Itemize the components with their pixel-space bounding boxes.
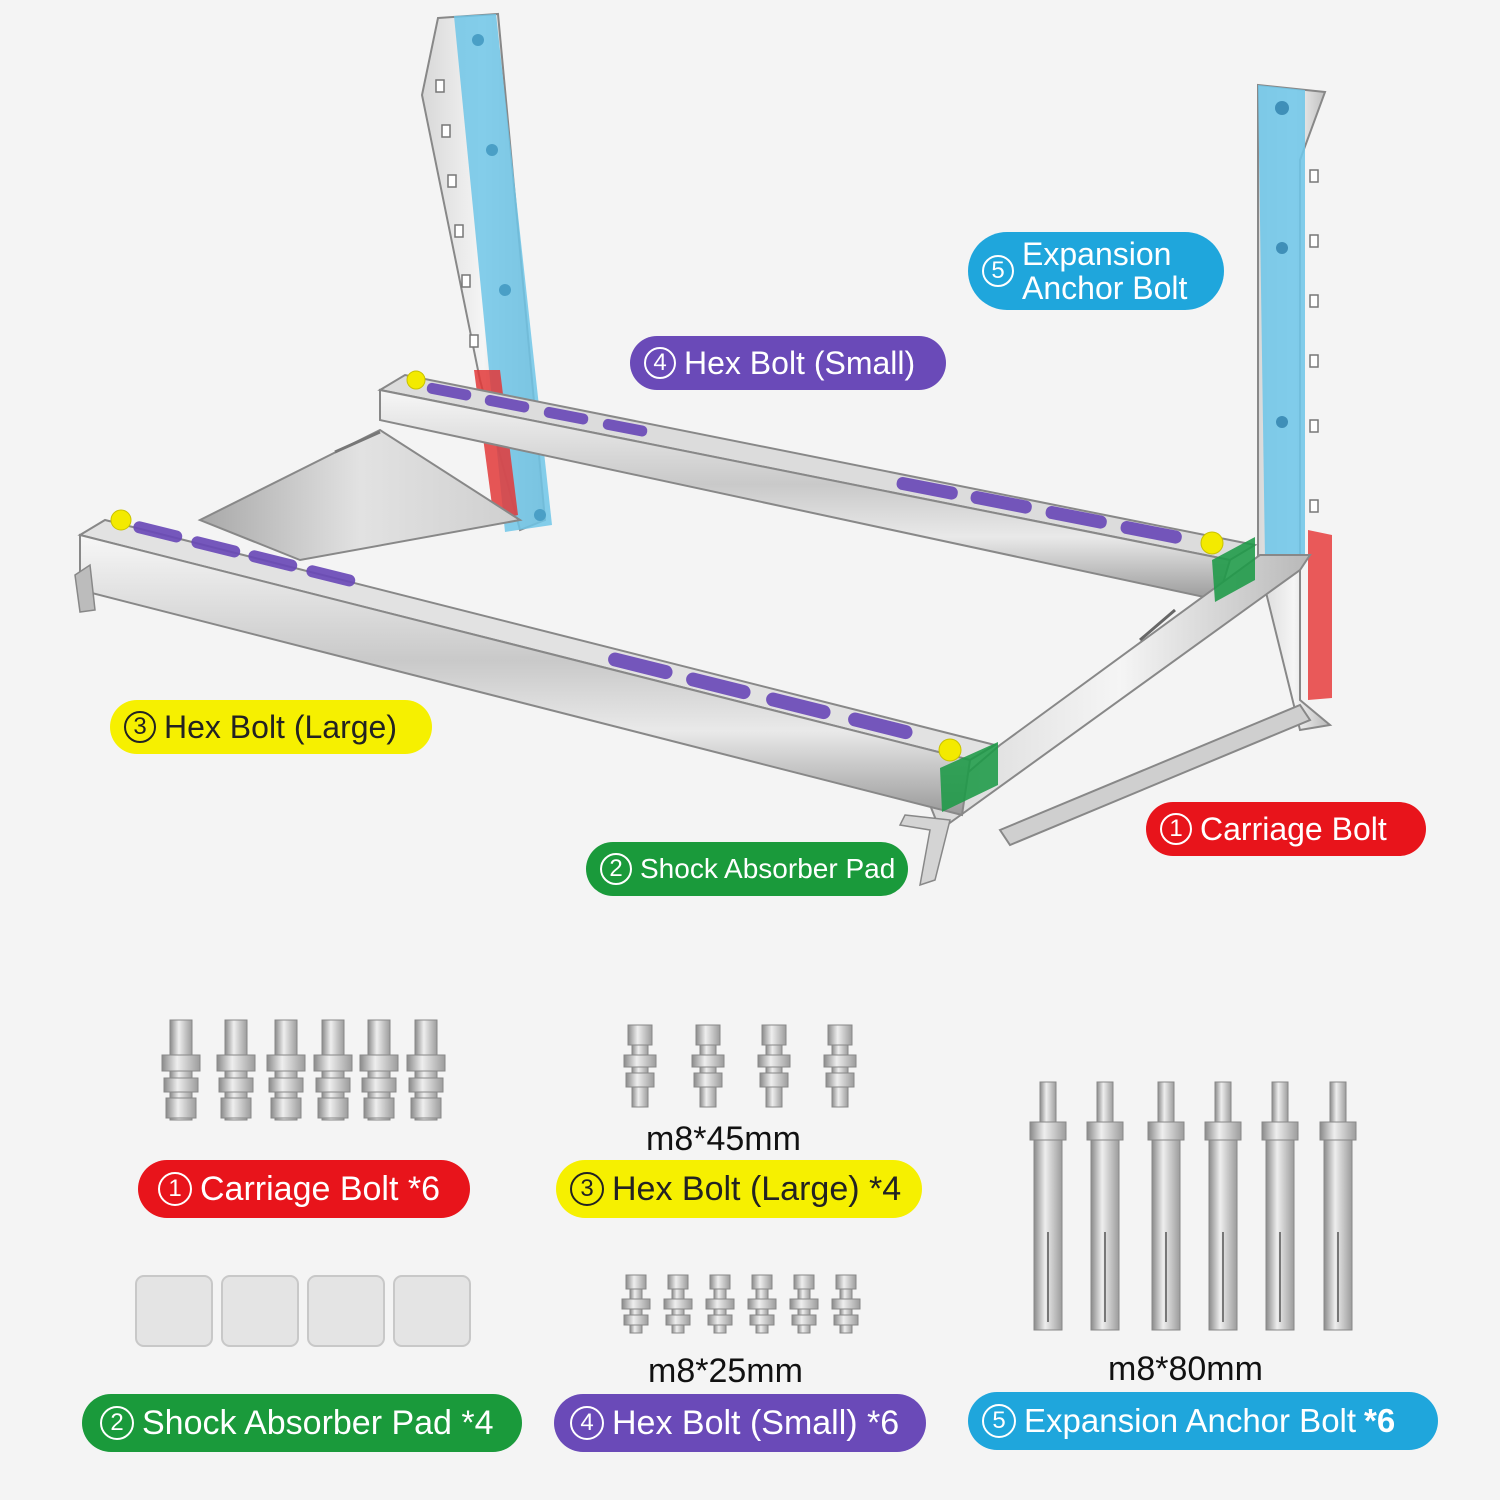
label-text: Expansion Anchor Bolt [1024, 1402, 1357, 1439]
expansion-anchor-bolt-set [1029, 1081, 1357, 1331]
hex-bolt-large [623, 1024, 657, 1108]
label-text: Carriage Bolt *6 [200, 1169, 441, 1208]
number-badge: 1 [158, 1172, 192, 1206]
label-shock-absorber-pad: 2 Shock Absorber Pad [586, 842, 908, 896]
expansion-anchor-bolt [1029, 1081, 1067, 1331]
carriage-bolt [406, 1019, 446, 1121]
number-badge: 3 [124, 711, 156, 743]
carriage-bolt-set [161, 1019, 446, 1121]
hex-bolt-small-size: m8*25mm [648, 1352, 803, 1390]
number-badge: 5 [982, 1404, 1016, 1438]
bracket-anchor-holes-left [472, 34, 546, 521]
label-line: Expansion [1022, 236, 1172, 272]
parts-label-carriage-bolt: 1 Carriage Bolt *6 [138, 1160, 470, 1218]
expansion-anchor-highlight-right [1258, 85, 1305, 560]
right-vertical-bracket [1257, 83, 1333, 732]
hex-bolt-large-size: m8*45mm [646, 1120, 801, 1158]
carriage-bolt-highlight-right [1308, 530, 1332, 700]
carriage-bolt [359, 1019, 399, 1121]
hex-bolt-large-markers [110, 370, 1224, 762]
hex-bolt-small-slots [426, 382, 1182, 544]
hex-bolt-small [705, 1274, 735, 1334]
expansion-anchor-bolt [1319, 1081, 1357, 1331]
expansion-anchor-bolt [1261, 1081, 1299, 1331]
quantity-suffix: *6 [1364, 1402, 1396, 1439]
number-badge: 4 [570, 1406, 604, 1440]
hex-bolt-small-set [621, 1274, 861, 1334]
bracket-holes-right [1309, 169, 1319, 513]
carriage-bolt [161, 1019, 201, 1121]
expansion-anchor-bolt [1147, 1081, 1185, 1331]
parts-label-hex-bolt-small: 4 Hex Bolt (Small) *6 [554, 1394, 926, 1452]
shock-absorber-pad-set [135, 1275, 471, 1347]
label-text: Hex Bolt (Small) *6 [612, 1403, 900, 1442]
parts-label-shock-absorber-pad: 2 Shock Absorber Pad *4 [82, 1394, 522, 1452]
label-text: Shock Absorber Pad *4 [142, 1403, 494, 1442]
hex-bolt-large [691, 1024, 725, 1108]
shock-absorber-pads [940, 537, 1255, 812]
expansion-anchor-bolt [1086, 1081, 1124, 1331]
left-vertical-bracket [420, 12, 552, 532]
label-line: Anchor Bolt [1022, 270, 1188, 306]
expansion-anchor-bolt-size: m8*80mm [1108, 1350, 1263, 1388]
hex-bolt-small [789, 1274, 819, 1334]
hex-bolt-large-set [623, 1024, 857, 1108]
hex-bolt-small [747, 1274, 777, 1334]
label-expansion-anchor-bolt: 5 Expansion Anchor Bolt [968, 232, 1224, 310]
label-text: Carriage Bolt [1200, 810, 1387, 847]
carriage-bolt [266, 1019, 306, 1121]
number-badge: 1 [1160, 813, 1192, 845]
label-text: Hex Bolt (Large) [164, 708, 397, 745]
label-carriage-bolt: 1 Carriage Bolt [1146, 802, 1426, 856]
label-text: Shock Absorber Pad [640, 853, 896, 884]
carriage-bolt [216, 1019, 256, 1121]
left-diagonal-brace [197, 428, 523, 562]
shock-absorber-pad [221, 1275, 299, 1347]
number-badge: 2 [600, 853, 632, 885]
label-text: Hex Bolt (Large) *4 [612, 1169, 902, 1208]
hex-bolt-small [831, 1274, 861, 1334]
label-hex-bolt-small: 4 Hex Bolt (Small) [630, 336, 946, 390]
label-hex-bolt-large: 3 Hex Bolt (Large) [110, 700, 432, 754]
number-badge: 3 [570, 1172, 604, 1206]
parts-label-hex-bolt-large: 3 Hex Bolt (Large) *4 [556, 1160, 922, 1218]
hex-bolt-large [823, 1024, 857, 1108]
bracket-anchor-holes-right [1275, 101, 1289, 428]
expansion-anchor-bolt [1204, 1081, 1242, 1331]
parts-label-expansion-anchor-bolt: 5 Expansion Anchor Bolt *6 [968, 1392, 1438, 1450]
hex-bolt-large-slots [133, 521, 913, 740]
bracket-holes-left [435, 79, 479, 348]
carriage-bolt [313, 1019, 353, 1121]
right-diagonal-brace [928, 554, 1312, 847]
hex-bolt-small [621, 1274, 651, 1334]
hex-bolt-small [663, 1274, 693, 1334]
label-text: Hex Bolt (Small) [684, 344, 916, 381]
number-badge: 2 [100, 1406, 134, 1440]
shock-absorber-pad [307, 1275, 385, 1347]
shock-absorber-pad [393, 1275, 471, 1347]
number-badge: 4 [644, 347, 676, 379]
hex-bolt-large [757, 1024, 791, 1108]
number-badge: 5 [982, 255, 1014, 287]
shock-absorber-pad [135, 1275, 213, 1347]
